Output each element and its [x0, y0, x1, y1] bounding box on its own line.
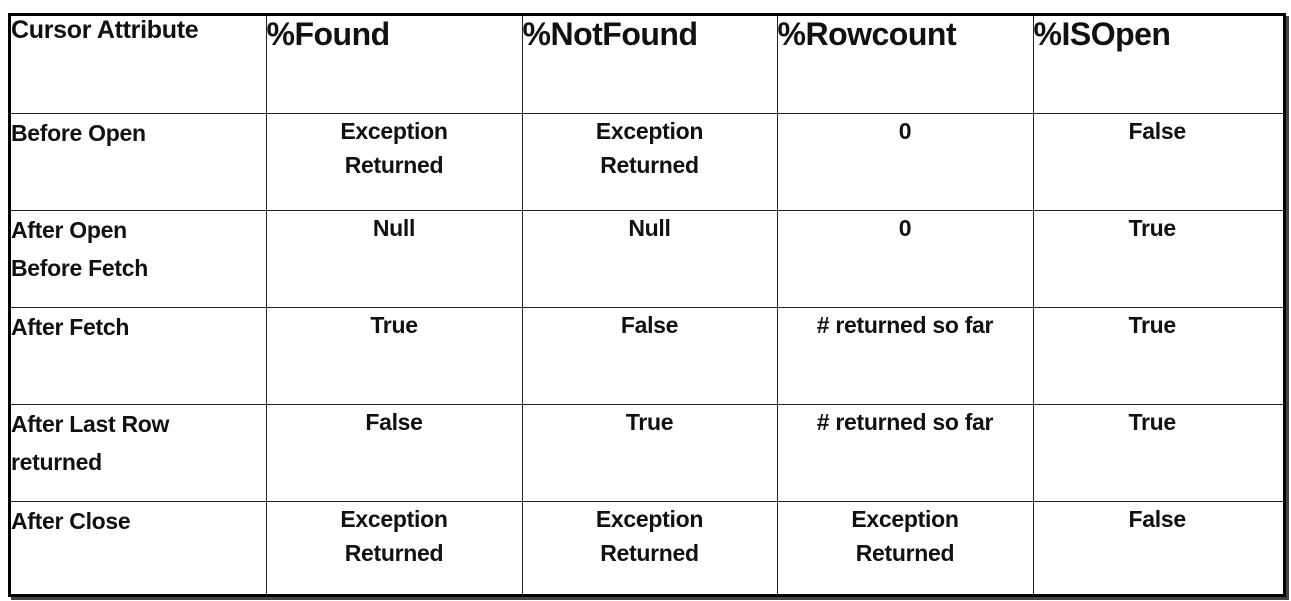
cell-line: Exception [340, 117, 448, 144]
cell-notfound: True [521, 403, 778, 502]
row-label: After Fetch [11, 306, 267, 405]
cell-line: # returned so far [816, 311, 994, 338]
row-label-line: After Fetch [11, 313, 130, 340]
cell-line: Exception [340, 505, 448, 532]
cell-isopen: True [1032, 306, 1283, 405]
cell-line: True [1128, 408, 1177, 435]
cell-isopen: True [1032, 209, 1283, 308]
cell-rowcount: 0 [776, 112, 1034, 211]
cell-found: Null [265, 209, 523, 308]
header-notfound: %NotFound [521, 16, 778, 114]
cell-found: Exception Returned [265, 500, 523, 594]
table-row: After Fetch True False # returned so far… [11, 306, 1283, 405]
header-cursor-attribute: Cursor Attribute [11, 16, 267, 114]
cell-notfound: False [521, 306, 778, 405]
cell-line: 0 [898, 117, 912, 144]
cell-line: Returned [855, 539, 955, 566]
table-row: After Open Before Fetch Null Null 0 True [11, 209, 1283, 308]
cell-rowcount: 0 [776, 209, 1034, 308]
cell-line: Returned [600, 151, 699, 178]
cell-line: 0 [898, 214, 912, 241]
cell-line: Exception [851, 505, 959, 532]
cell-line: Returned [344, 151, 444, 178]
table-row: After Last Row returned False True # ret… [11, 403, 1283, 502]
cell-rowcount: Exception Returned [776, 500, 1034, 594]
cell-isopen: False [1032, 500, 1283, 594]
cell-isopen: True [1032, 403, 1283, 502]
cell-isopen: False [1032, 112, 1283, 211]
row-label-line: Before Fetch [11, 254, 148, 281]
cell-line: # returned so far [816, 408, 994, 435]
cell-line: Exception [595, 117, 704, 144]
row-label-line: After Last Row [11, 410, 170, 437]
cell-line: True [625, 408, 674, 435]
cell-line: False [1128, 505, 1187, 532]
header-isopen: %ISOpen [1032, 16, 1283, 114]
row-label: After Open Before Fetch [11, 209, 267, 308]
cell-line: True [1128, 214, 1177, 241]
header-rowcount: %Rowcount [776, 16, 1034, 114]
cell-line: True [370, 311, 418, 338]
header-found: %Found [265, 16, 523, 114]
row-label-line: After Open [11, 216, 127, 243]
cursor-attributes-table: Cursor Attribute %Found %NotFound %Rowco… [11, 16, 1283, 594]
row-label-line: Before Open [11, 119, 146, 146]
cell-rowcount: # returned so far [776, 306, 1034, 405]
cell-line: Returned [600, 539, 699, 566]
table-row: After Close Exception Returned Exception… [11, 500, 1283, 594]
cell-found: False [265, 403, 523, 502]
cell-line: Exception [595, 505, 704, 532]
cell-line: True [1128, 311, 1177, 338]
cell-line: False [1128, 117, 1187, 144]
row-label: After Close [11, 500, 267, 594]
table-header-row: Cursor Attribute %Found %NotFound %Rowco… [11, 16, 1283, 114]
cell-notfound: Exception Returned [521, 500, 778, 594]
cell-line: False [365, 408, 423, 435]
cell-found: Exception Returned [265, 112, 523, 211]
cell-line: Null [628, 214, 671, 241]
row-label: Before Open [11, 112, 267, 211]
cell-found: True [265, 306, 523, 405]
cell-line: Null [372, 214, 416, 241]
table-row: Before Open Exception Returned Exception… [11, 112, 1283, 211]
cell-line: False [620, 311, 679, 338]
cell-line: Returned [344, 539, 444, 566]
cell-notfound: Exception Returned [521, 112, 778, 211]
cursor-attributes-table-frame: Cursor Attribute %Found %NotFound %Rowco… [8, 13, 1286, 597]
cell-rowcount: # returned so far [776, 403, 1034, 502]
row-label: After Last Row returned [11, 403, 267, 502]
row-label-line: After Close [11, 507, 131, 534]
row-label-line: returned [11, 448, 102, 475]
cell-notfound: Null [521, 209, 778, 308]
